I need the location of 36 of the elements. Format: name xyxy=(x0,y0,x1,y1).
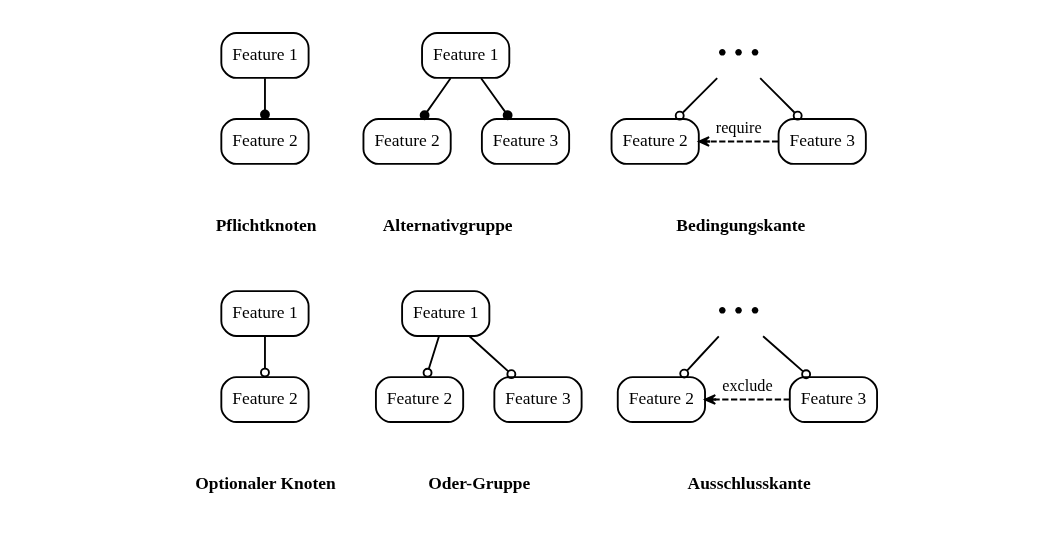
arrow xyxy=(698,136,779,147)
connector xyxy=(480,77,513,121)
node-box: Feature 3 xyxy=(777,118,867,165)
label: Optionaler Knoten xyxy=(195,472,336,493)
edge-label: exclude xyxy=(722,377,773,396)
node-box: Feature 2 xyxy=(610,118,700,165)
node-box: Feature 2 xyxy=(220,376,310,423)
node-box: Feature 2 xyxy=(375,376,465,423)
arrow xyxy=(704,394,791,405)
label: Bedingungskante xyxy=(676,214,806,235)
label: Alternativgruppe xyxy=(382,214,513,235)
label: Ausschlusskante xyxy=(687,472,811,493)
connector xyxy=(260,335,270,378)
node-box: Feature 1 xyxy=(220,290,310,337)
node-box: Feature 1 xyxy=(220,32,310,79)
node-box: Feature 2 xyxy=(362,118,452,165)
label: Pflichtknoten xyxy=(215,214,317,235)
node-text: • • • xyxy=(717,296,760,327)
connector xyxy=(759,77,803,121)
node-box: Feature 2 xyxy=(616,376,706,423)
connector xyxy=(419,77,452,121)
node-box: Feature 2 xyxy=(220,118,310,165)
connector xyxy=(422,335,440,378)
node-box: Feature 1 xyxy=(401,290,491,337)
node-box: Feature 3 xyxy=(788,376,878,423)
node-text: • • • xyxy=(717,38,760,69)
node-box: Feature 3 xyxy=(493,376,583,423)
node-box: Feature 3 xyxy=(480,118,571,165)
connector xyxy=(674,77,719,121)
connector xyxy=(762,335,812,380)
connector xyxy=(679,335,720,379)
label: Oder-Gruppe xyxy=(428,472,531,493)
edge-label: require xyxy=(715,119,762,138)
connector xyxy=(260,77,270,120)
node-box: Feature 1 xyxy=(421,32,511,79)
connector xyxy=(468,335,517,380)
